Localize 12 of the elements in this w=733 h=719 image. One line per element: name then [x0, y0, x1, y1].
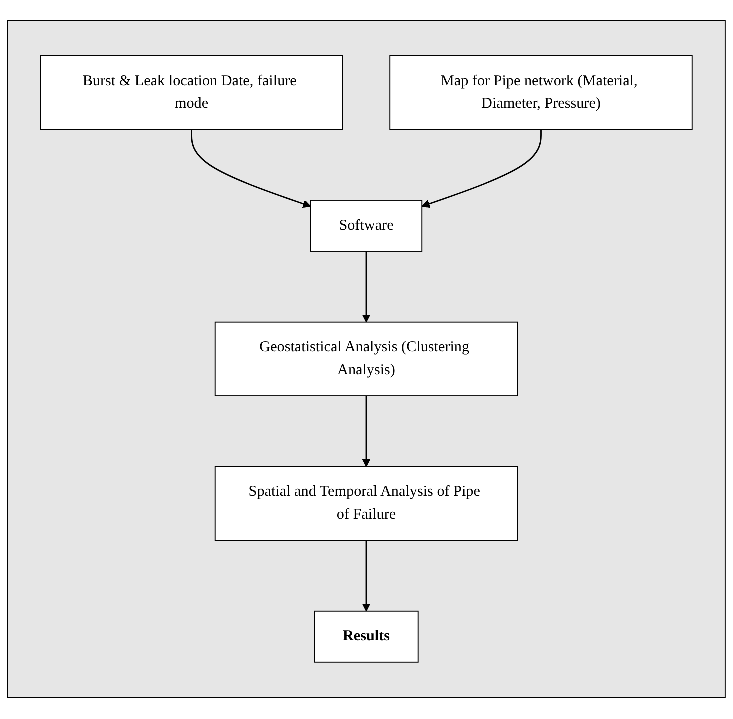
- node-box: Results: [314, 611, 419, 664]
- node-box: Spatial and Temporal Analysis of Pipe of Failure: [214, 466, 518, 542]
- arrow: [362, 252, 371, 324]
- cluster: [7, 20, 726, 699]
- node-box: Burst & Leak location Date, failure mode: [40, 56, 344, 130]
- node-box: Geostatistical Analysis (Clustering Analysis): [214, 322, 518, 397]
- node-box: Map for Pipe network (Material, Diameter, Pressure): [390, 56, 693, 130]
- node-box: Software: [310, 200, 423, 252]
- arrow: [422, 130, 542, 208]
- arrow: [362, 540, 371, 612]
- arrow: [362, 396, 371, 468]
- arrow: [191, 130, 312, 208]
